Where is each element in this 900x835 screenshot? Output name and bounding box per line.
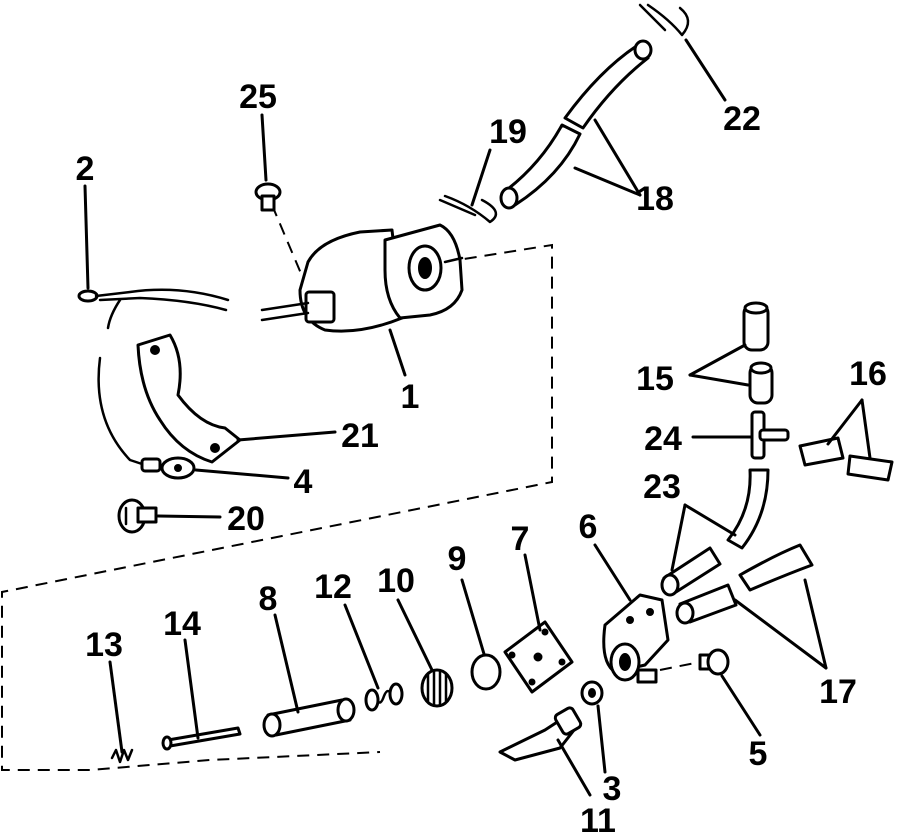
callout-1: 1: [401, 378, 420, 416]
callout-4: 4: [294, 463, 313, 501]
part-14-pin: [161, 726, 242, 751]
callout-22: 22: [723, 100, 761, 138]
part-10-bearing: [420, 668, 454, 708]
part-13-spring: [110, 748, 134, 764]
callout-8: 8: [259, 580, 278, 618]
part-22-clip: [638, 3, 690, 37]
part-24-tee-fitting: [750, 410, 790, 460]
callout-12: 12: [314, 568, 352, 606]
part-15-hose-pieces: [742, 301, 774, 405]
callout-21: 21: [341, 417, 379, 455]
part-3-washer: [580, 680, 604, 706]
part-6-fuel-pump: [602, 593, 670, 684]
part-19-clamp: [438, 194, 498, 224]
callout-11: 11: [580, 802, 616, 835]
callout-labels: 25 2 19 18 22 1 21 4 20 15 16 24 23 6 17…: [76, 78, 887, 835]
part-25-screw: [254, 182, 282, 212]
part-18-hoses: [499, 39, 653, 210]
part-1-motor: [260, 223, 464, 333]
callout-18: 18: [636, 180, 674, 218]
callout-17: 17: [819, 673, 857, 711]
part-9-disc: [470, 653, 502, 691]
callout-19: 19: [489, 113, 527, 151]
callout-5: 5: [749, 735, 768, 773]
callout-23: 23: [643, 468, 681, 506]
part-11-lever: [498, 706, 583, 762]
part-4-ground-wire: [97, 356, 196, 480]
leader-lines: [83, 38, 872, 797]
assembly-outline: [0, 243, 553, 771]
callout-9: 9: [448, 540, 467, 578]
callout-16: 16: [849, 355, 887, 393]
part-12-spring: [364, 682, 404, 712]
callout-13: 13: [85, 626, 123, 664]
callout-25: 25: [239, 78, 277, 116]
callout-2: 2: [76, 150, 95, 188]
part-23-hoses: [660, 468, 770, 597]
part-2-wire-lead: [77, 288, 230, 330]
callout-24: 24: [644, 420, 682, 458]
part-20-screw: [117, 498, 158, 534]
part-8-cylinder: [262, 697, 356, 738]
callout-20: 20: [227, 500, 265, 538]
callout-10: 10: [377, 562, 415, 600]
callout-15: 15: [636, 360, 674, 398]
part-17-hoses: [675, 543, 814, 625]
callout-3: 3: [603, 770, 622, 808]
part-21-bracket: [136, 333, 242, 464]
part-5-screw: [659, 648, 730, 676]
callout-14: 14: [163, 605, 201, 643]
callout-7: 7: [511, 520, 530, 558]
screw-axis-line: [271, 204, 309, 291]
callout-6: 6: [579, 508, 598, 546]
part-7-plate: [503, 620, 574, 694]
part-16-hose-pieces: [798, 436, 894, 482]
